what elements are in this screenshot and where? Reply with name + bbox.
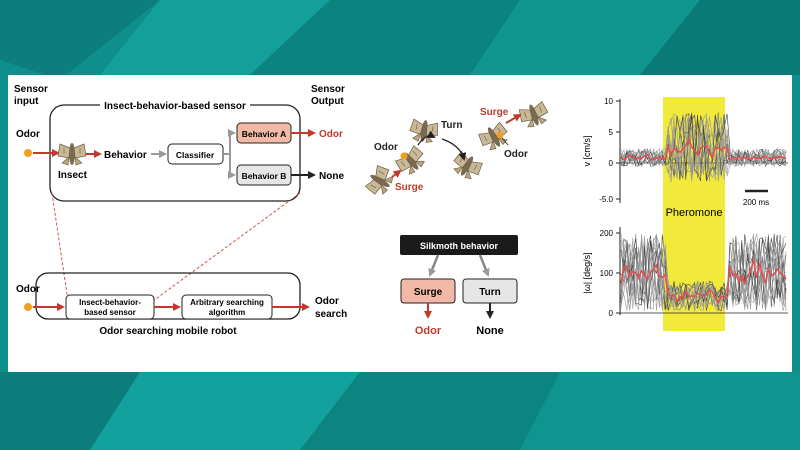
silkmoth-to-surge-arrow [428, 254, 440, 277]
turn-arrow-1 [417, 130, 436, 146]
surge-arrow-right [505, 114, 522, 124]
sensor-title-bg [100, 99, 250, 112]
insect-moth-icon [57, 142, 87, 166]
middle-odor-dot-left [400, 152, 408, 160]
zoom-line-left [51, 192, 69, 302]
middle-odor-right: Odor [504, 149, 528, 160]
moth-end-icon [449, 149, 485, 183]
bottom-mean-trace [620, 259, 787, 305]
behavior-label: Behavior [104, 150, 147, 161]
silkmoth-behavior-box [400, 235, 518, 255]
sensor-input-label-2: input [14, 96, 39, 107]
moth-turn-icon [407, 117, 441, 145]
turn-arrow-2 [441, 138, 467, 161]
sensor-box-title: Insect-behavior-based sensor [104, 101, 246, 112]
insect-label: Insect [58, 170, 88, 181]
trace-line [620, 239, 787, 311]
top-y-label: v [cm/s] [582, 136, 592, 167]
behavior-a-label: Behavior A [242, 129, 287, 139]
trace-line [620, 237, 787, 311]
top-tick-label-10: 10 [604, 97, 613, 106]
surge-arrow-left [391, 169, 402, 178]
robot-odor-label: Odor [16, 284, 40, 295]
output-none-label: None [319, 171, 344, 182]
moth-right-surge-icon [516, 99, 552, 131]
robot-sensor-label-1: Insect-behavior- [79, 298, 141, 307]
classifier-to-a-arrow [223, 129, 236, 155]
figure-svg: Sensor input Sensor Output Insect-behavi… [14, 84, 788, 337]
zoom-line-right [152, 192, 301, 302]
turn-result-label: None [476, 325, 504, 337]
classifier-to-b-arrow [228, 154, 236, 179]
top-tick-label-0: 0 [609, 159, 614, 168]
robot-output-label-1: Odor [315, 296, 339, 307]
bottom-tick-label-200: 200 [600, 229, 614, 238]
scale-bar-label: 200 ms [743, 198, 769, 207]
middle-odor-dot-right [496, 131, 504, 139]
robot-box-title: Odor searching mobile robot [99, 326, 237, 337]
output-odor-label: Odor [319, 129, 343, 140]
robot-odor-dot [24, 303, 32, 311]
bottom-tick-label-0: 0 [609, 309, 614, 318]
silkmoth-behavior-label: Silkmoth behavior [420, 241, 499, 251]
bottom-tick-label-100: 100 [600, 269, 614, 278]
middle-odor-left: Odor [374, 142, 398, 153]
bottom-angular-traces [620, 233, 787, 312]
middle-surge-left: Surge [395, 182, 424, 193]
behavior-b-label: Behavior B [242, 171, 287, 181]
trace-line [620, 234, 787, 312]
robot-box [35, 272, 301, 320]
silkmoth-to-turn-arrow [478, 254, 490, 277]
pheromone-label: Pheromone [666, 207, 723, 219]
middle-turn-label: Turn [441, 120, 462, 131]
surge-box-label: Surge [414, 287, 443, 298]
middle-surge-right: Surge [480, 107, 509, 118]
odor-pointer-right [501, 137, 509, 146]
top-mean-trace [620, 136, 787, 161]
figure-panel: Sensor input Sensor Output Insect-behavi… [8, 75, 792, 372]
robot-title-bg [96, 324, 246, 337]
robot-sensor-label-2: based sensor [84, 308, 136, 317]
trace-line [620, 233, 787, 311]
moth-start-icon [363, 163, 397, 199]
trace-line [620, 235, 787, 312]
odor-source-dot [24, 149, 32, 157]
top-tick-label-neg5: -5.0 [599, 195, 613, 204]
sensor-input-label-1: Sensor [14, 84, 48, 95]
sensor-output-label-2: Output [311, 96, 344, 107]
algorithm-label-1: Arbitrary searching [190, 298, 264, 307]
bottom-y-label: |ω| [deg/s] [582, 252, 592, 293]
robot-output-label-2: search [315, 309, 347, 320]
surge-result-label: Odor [415, 325, 442, 337]
algorithm-label-2: algorithm [209, 308, 245, 317]
classifier-label: Classifier [176, 150, 215, 160]
top-tick-label-5: 5 [609, 128, 614, 137]
sensor-output-label-1: Sensor [311, 84, 345, 95]
odor-input-label: Odor [16, 129, 40, 140]
turn-box-label: Turn [479, 287, 500, 298]
